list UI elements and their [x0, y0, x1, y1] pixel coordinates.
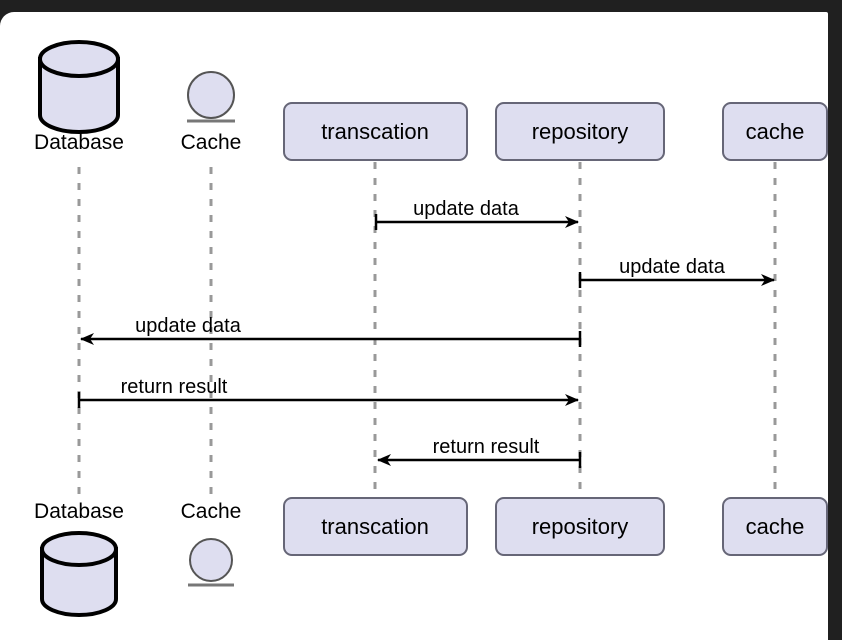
participant-label-transcation-top: transcation	[321, 119, 429, 144]
box-icon	[495, 102, 665, 161]
participant-cache-box-bottom[interactable]: cache	[722, 497, 828, 556]
box-icon	[722, 497, 828, 556]
participant-label-transcation-bottom: transcation	[321, 514, 429, 539]
message-label-1: update data	[413, 198, 520, 220]
sequence-diagram: Database Cache transcation repository	[34, 40, 828, 617]
participant-repository-bottom[interactable]: repository	[495, 497, 665, 556]
participant-label-database-top: Database	[34, 131, 124, 154]
participant-transcation-bottom[interactable]: transcation	[283, 497, 468, 556]
participant-cache-actor-top[interactable]: Cache	[181, 71, 242, 154]
participant-label-cache-box-bottom: cache	[746, 514, 805, 539]
participant-label-cache-box-top: cache	[746, 119, 805, 144]
message-4[interactable]: return result	[77, 376, 579, 408]
participant-label-cache-actor-bottom: Cache	[181, 500, 242, 523]
message-2[interactable]: update data	[578, 256, 775, 288]
database-cylinder-icon	[40, 531, 118, 617]
participant-repository-top[interactable]: repository	[495, 102, 665, 161]
diagram-canvas: Database Cache transcation repository	[0, 12, 828, 640]
participant-cache-box-top[interactable]: cache	[722, 102, 828, 161]
message-label-5: return result	[433, 436, 540, 458]
box-icon	[283, 497, 468, 556]
participant-database-top[interactable]: Database	[34, 40, 124, 154]
entity-circle-icon	[187, 71, 235, 123]
message-3[interactable]: update data	[80, 315, 582, 347]
participant-transcation-top[interactable]: transcation	[283, 102, 468, 161]
participant-database-bottom[interactable]: Database	[34, 500, 124, 617]
participant-label-database-bottom: Database	[34, 500, 124, 523]
message-label-4: return result	[121, 376, 228, 398]
message-label-3: update data	[135, 315, 242, 337]
database-cylinder-icon	[38, 40, 120, 134]
participant-label-repository-bottom: repository	[532, 514, 629, 539]
entity-circle-icon	[188, 538, 234, 587]
box-icon	[495, 497, 665, 556]
message-5[interactable]: return result	[377, 436, 582, 468]
participant-cache-actor-bottom[interactable]: Cache	[181, 500, 242, 587]
message-label-2: update data	[619, 256, 726, 278]
box-icon	[283, 102, 468, 161]
participant-label-cache-actor-top: Cache	[181, 131, 242, 154]
message-1[interactable]: update data	[374, 198, 579, 230]
participant-label-repository-top: repository	[532, 119, 629, 144]
box-icon	[722, 102, 828, 161]
